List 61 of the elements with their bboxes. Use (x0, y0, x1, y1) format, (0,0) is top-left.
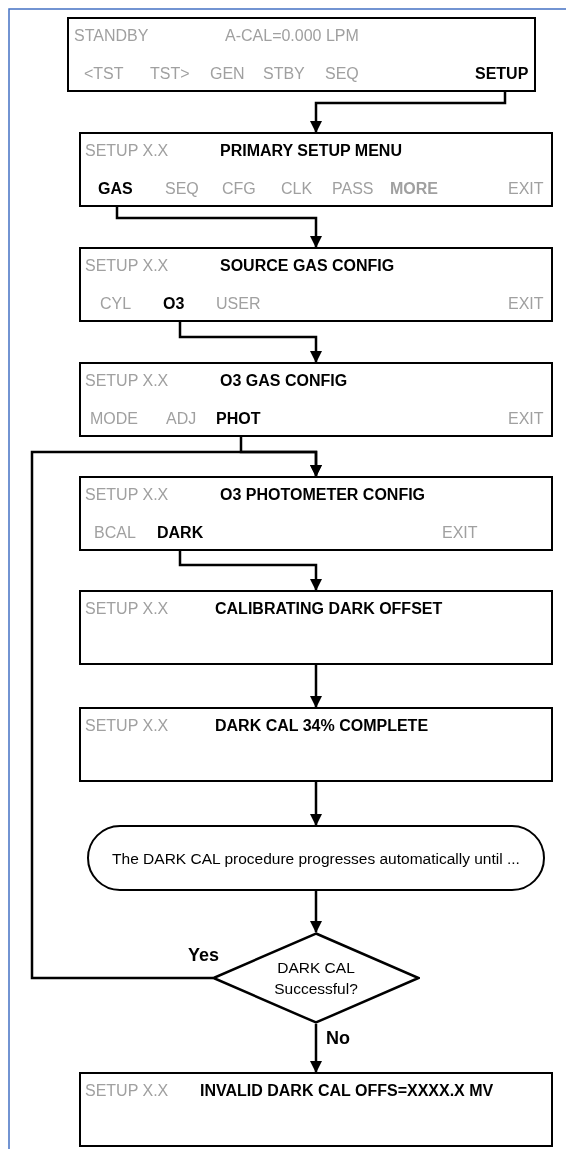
status-label: SETUP X.X (85, 600, 169, 618)
screen-title: DARK CAL 34% COMPLETE (215, 717, 429, 735)
menu-key: EXIT (508, 295, 544, 313)
edge-label: Yes (186, 946, 222, 964)
menu-key: EXIT (442, 524, 478, 542)
arrow (310, 1024, 322, 1073)
menu-key: EXIT (508, 180, 544, 198)
screen-title: O3 PHOTOMETER CONFIG (220, 486, 426, 504)
menu-key: SETUP (475, 65, 529, 83)
status-label: SETUP X.X (85, 372, 169, 390)
menu-key: DARK (157, 524, 204, 542)
menu-key: SEQ (325, 65, 359, 83)
menu-key: USER (216, 295, 261, 313)
status-label: SETUP X.X (85, 257, 169, 275)
screen-title: CALIBRATING DARK OFFSET (215, 600, 443, 618)
status-label: STANDBY (74, 27, 149, 45)
menu-key: CYL (100, 295, 132, 313)
arrow (310, 891, 322, 933)
screen-title: PRIMARY SETUP MENU (220, 142, 402, 160)
menu-key: ADJ (166, 410, 197, 428)
status-label: SETUP X.X (85, 717, 169, 735)
arrow (310, 665, 322, 708)
menu-key: BCAL (94, 524, 136, 542)
display-screen (79, 590, 553, 665)
menu-key: SEQ (165, 180, 199, 198)
menu-key: GEN (210, 65, 245, 83)
arrow (115, 207, 322, 248)
menu-key: CFG (222, 180, 256, 198)
status-label: SETUP X.X (85, 486, 169, 504)
status-label: SETUP X.X (85, 142, 169, 160)
menu-key: MODE (90, 410, 138, 428)
process-text: The DARK CAL procedure progresses automatically until ... (112, 848, 520, 869)
screen-title: INVALID DARK CAL OFFS=XXXX.X MV (200, 1082, 494, 1100)
menu-key: PASS (332, 180, 374, 198)
arrow (178, 322, 322, 363)
menu-key: TST> (150, 65, 190, 83)
display-screen (79, 476, 553, 551)
menu-key: EXIT (508, 410, 544, 428)
display-screen (79, 362, 553, 437)
display-screen (79, 707, 553, 782)
display-screen (79, 132, 553, 207)
menu-key: CLK (281, 180, 313, 198)
arrow (30, 450, 322, 980)
edge-label: No (324, 1029, 352, 1047)
arrow (310, 92, 507, 133)
screen-title: A-CAL=0.000 LPM (225, 27, 359, 45)
menu-key: STBY (263, 65, 305, 83)
display-screen (67, 17, 536, 92)
decision-text: DARK CAL Successful? (273, 958, 359, 999)
arrow (178, 551, 322, 591)
menu-key: O3 (163, 295, 185, 313)
menu-key: PHOT (216, 410, 261, 428)
display-screen (79, 1072, 553, 1147)
arrow (310, 782, 322, 826)
display-screen (79, 247, 553, 322)
screen-title: SOURCE GAS CONFIG (220, 257, 395, 275)
status-label: SETUP X.X (85, 1082, 169, 1100)
menu-key: MORE (390, 180, 438, 198)
screen-title: O3 GAS CONFIG (220, 372, 348, 390)
menu-key: <TST (84, 65, 124, 83)
menu-key: GAS (98, 180, 133, 198)
